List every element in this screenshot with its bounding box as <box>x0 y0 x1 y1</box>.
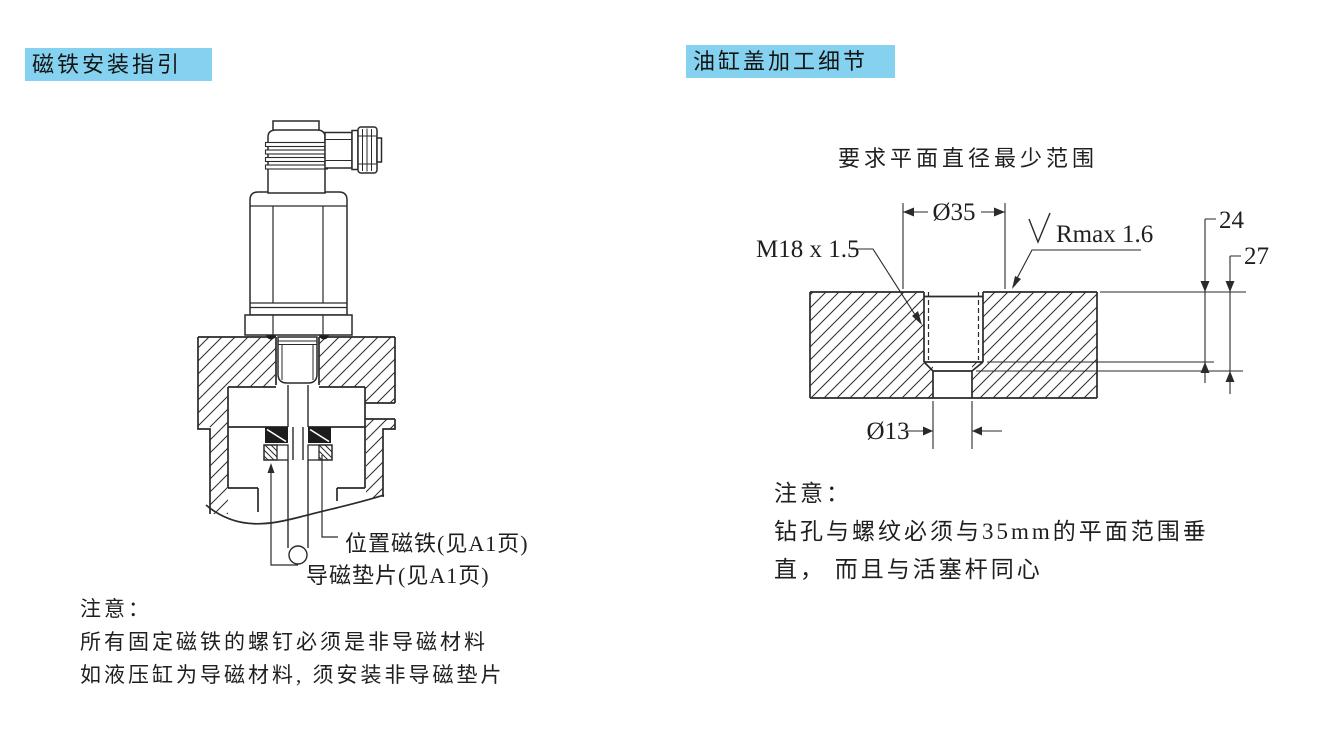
leader-arrowhead <box>267 463 275 473</box>
rod-end <box>288 545 308 565</box>
dim-thread: M18 x 1.5 <box>756 236 859 263</box>
left-notes-title: 注意： <box>80 597 152 621</box>
right-notes: 注意： 钻孔与螺纹必须与35mm的平面范围垂 直， 而且与活塞杆同心 <box>774 475 1209 589</box>
cover-block-outline <box>809 291 1098 399</box>
sensor-hex-nut <box>244 314 353 336</box>
roughness-leader <box>1013 249 1141 285</box>
right-notes-title: 注意： <box>774 481 852 506</box>
sensor-connector <box>264 120 383 194</box>
break-line <box>205 494 385 525</box>
label-magnetic-washer: 导磁垫片(见A1页) <box>306 563 490 588</box>
dim-hole-depth: 27 <box>1244 243 1269 270</box>
machining-detail-drawing: Ø35 M18 x 1.5 Rmax 1.6 24 27 Ø13 <box>756 199 1269 449</box>
left-notes: 注意： 所有固定磁铁的螺钉必须是非导磁材料 如液压缸为导磁材料, 须安装非导磁垫… <box>80 593 505 692</box>
left-notes-line1: 所有固定磁铁的螺钉必须是非导磁材料 <box>80 630 488 654</box>
connector-top-plate <box>272 120 320 132</box>
magnet-installation-drawing <box>197 120 396 566</box>
position-magnet <box>265 427 331 443</box>
thread-leader <box>851 248 920 322</box>
drill-hole <box>923 361 984 398</box>
right-notes-line1: 钻孔与螺纹必须与35mm的平面范围垂 <box>774 519 1209 544</box>
machining-drawing-title: 要求平面直径最少范围 <box>838 146 1099 171</box>
dimension-lines <box>851 203 1246 449</box>
leader-position-magnet <box>321 455 338 538</box>
sensor-threaded-tip <box>277 336 318 384</box>
dim-roughness: Rmax 1.6 <box>1056 221 1153 248</box>
right-notes-line2: 直， 而且与活塞杆同心 <box>774 557 1043 582</box>
cover-block-hatching <box>810 292 1097 398</box>
connector-arm <box>324 131 353 169</box>
thread-dashed-lines <box>927 292 980 360</box>
leader-lines-left <box>267 455 338 566</box>
leader-washer <box>270 471 298 566</box>
piston-rod <box>287 385 309 565</box>
label-position-magnet: 位置磁铁(见A1页) <box>345 531 529 556</box>
left-section-header: 磁铁安装指引 <box>25 48 212 81</box>
left-notes-line2: 如液压缸为导磁材料, 须安装非导磁垫片 <box>80 663 505 687</box>
dim-drill-diameter: Ø13 <box>866 418 909 445</box>
thread-bore <box>923 292 984 363</box>
dim-flat-diameter: Ø35 <box>932 199 975 226</box>
cylinder-head-outline <box>197 336 396 525</box>
dim-thread-depth: 24 <box>1219 207 1245 234</box>
right-section-header: 油缸盖加工细节 <box>686 45 895 78</box>
cylinder-head-hatching <box>198 337 395 514</box>
roughness-symbol <box>1028 212 1051 244</box>
sensor-body <box>244 191 353 384</box>
